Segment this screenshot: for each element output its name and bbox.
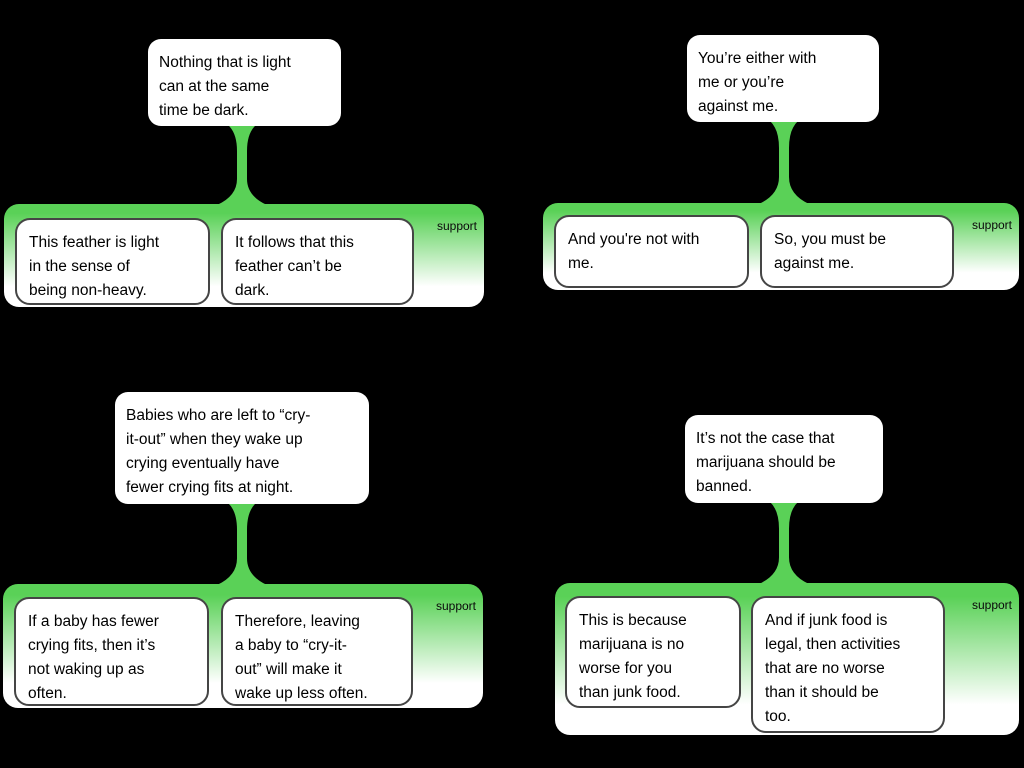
support-group[interactable]: support This is because marijuana is no …: [555, 583, 1019, 735]
premise-node[interactable]: This is because marijuana is no worse fo…: [565, 596, 741, 708]
premise-node[interactable]: Therefore, leaving a baby to “cry-it- ou…: [221, 597, 413, 706]
premise-node[interactable]: And if junk food is legal, then activiti…: [751, 596, 945, 733]
support-group[interactable]: support And you're not with me. So, you …: [543, 203, 1019, 290]
support-label: support: [971, 218, 1012, 232]
conclusion-node[interactable]: Babies who are left to “cry- it-out” whe…: [115, 392, 369, 504]
support-funnel-connector: [759, 121, 809, 204]
support-label: support: [971, 598, 1012, 612]
premise-node[interactable]: It follows that this feather can’t be da…: [221, 218, 414, 305]
support-funnel-connector: [217, 125, 267, 205]
premise-node[interactable]: So, you must be against me.: [760, 215, 954, 288]
conclusion-node[interactable]: Nothing that is light can at the same ti…: [148, 39, 341, 126]
premise-node[interactable]: This feather is light in the sense of be…: [15, 218, 210, 305]
conclusion-node[interactable]: You’re either with me or you’re against …: [687, 35, 879, 122]
support-label: support: [435, 599, 476, 613]
support-group[interactable]: support If a baby has fewer crying fits,…: [3, 584, 483, 708]
support-funnel-connector: [759, 502, 809, 584]
support-funnel-connector: [217, 503, 267, 585]
premise-node[interactable]: And you're not with me.: [554, 215, 749, 288]
premise-node[interactable]: If a baby has fewer crying fits, then it…: [14, 597, 209, 706]
conclusion-node[interactable]: It’s not the case that marijuana should …: [685, 415, 883, 503]
support-group[interactable]: support This feather is light in the sen…: [4, 204, 484, 307]
support-label: support: [436, 219, 477, 233]
